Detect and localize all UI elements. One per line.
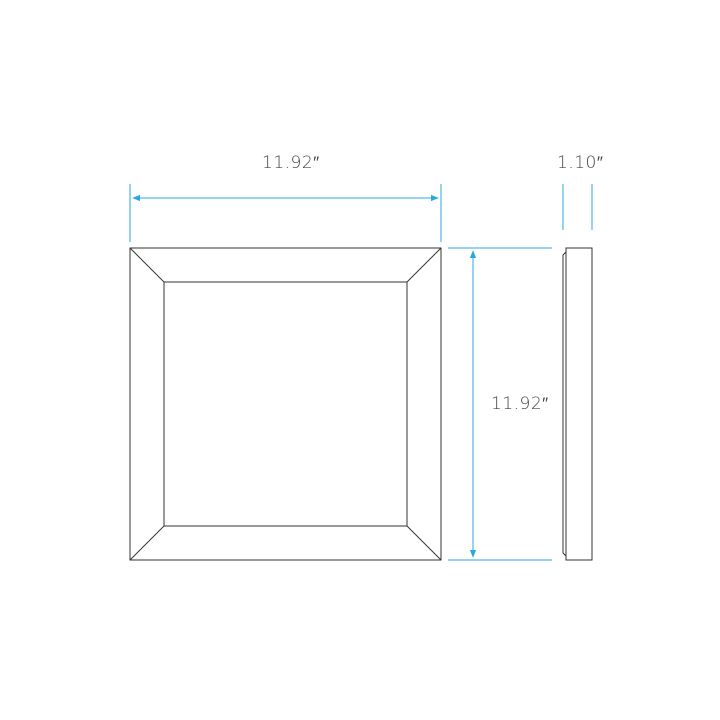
front-view [129, 247, 442, 561]
height-label: 11.92″ [491, 394, 549, 414]
height-dimension [448, 247, 552, 561]
depth-dimension [562, 184, 593, 230]
width-dimension [129, 184, 442, 242]
depth-label: 1.10″ [557, 153, 604, 173]
side-view [562, 247, 593, 561]
width-label: 11.92″ [262, 153, 320, 173]
